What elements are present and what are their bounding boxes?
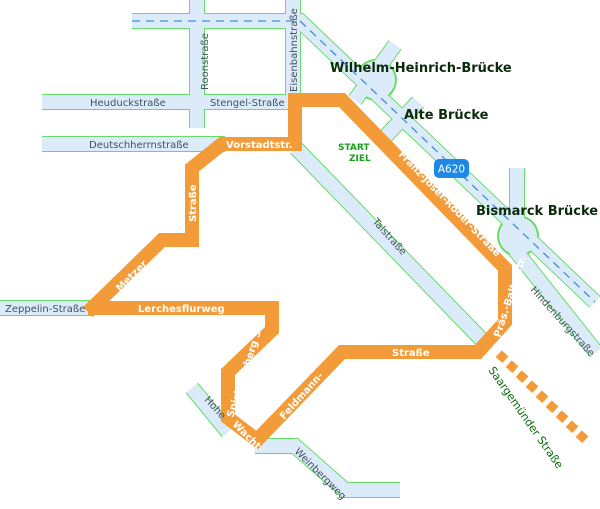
street-tal <box>290 143 488 345</box>
street-weinberg <box>255 439 400 497</box>
route-label-vorstadt: Vorstadtstr. <box>226 140 292 151</box>
highway-badge: A620 <box>434 159 469 178</box>
label-zeppelin: Zeppelin-Straße <box>5 304 85 315</box>
route-label-feldmann: Feldmann- <box>278 371 326 422</box>
label-eisenbahn: Eisenbahnstraße <box>289 8 300 92</box>
saargemuender-dashes <box>495 350 589 444</box>
label-weinberg: Weinbergweg <box>292 446 348 502</box>
label-deutschherrn: Deutschherrnstraße <box>89 140 189 151</box>
highway-badge-label: A620 <box>438 164 465 176</box>
street-hindenburg <box>509 245 600 357</box>
route-label-lerches: Lerchesflurweg <box>138 304 225 315</box>
route-label-strasse1: Straße <box>188 184 199 222</box>
street-hohe <box>186 383 234 437</box>
streets <box>0 0 600 497</box>
finish-label: ZIEL <box>349 154 371 164</box>
label-bismarck-bridge: Bismarck Brücke <box>476 204 598 219</box>
label-saargemuender: Saargemünder Straße <box>486 364 566 471</box>
alte-bridge-road <box>379 97 424 142</box>
label-alte-bridge: Alte Brücke <box>404 108 489 123</box>
race-route <box>83 93 512 450</box>
route-label-strasse2: Straße <box>392 348 430 359</box>
label-stengel: Stengel-Straße <box>210 98 285 109</box>
roundabout-bismarck <box>499 217 537 255</box>
roundabout-wilhelm <box>357 61 395 99</box>
label-heuduck: Heuduckstraße <box>90 98 166 109</box>
start-label: START <box>338 143 370 153</box>
label-roon: Roonstraße <box>200 33 211 90</box>
highway-centerline <box>132 20 596 303</box>
label-wilhelm-bridge: Wilhelm-Heinrich-Brücke <box>330 61 512 76</box>
